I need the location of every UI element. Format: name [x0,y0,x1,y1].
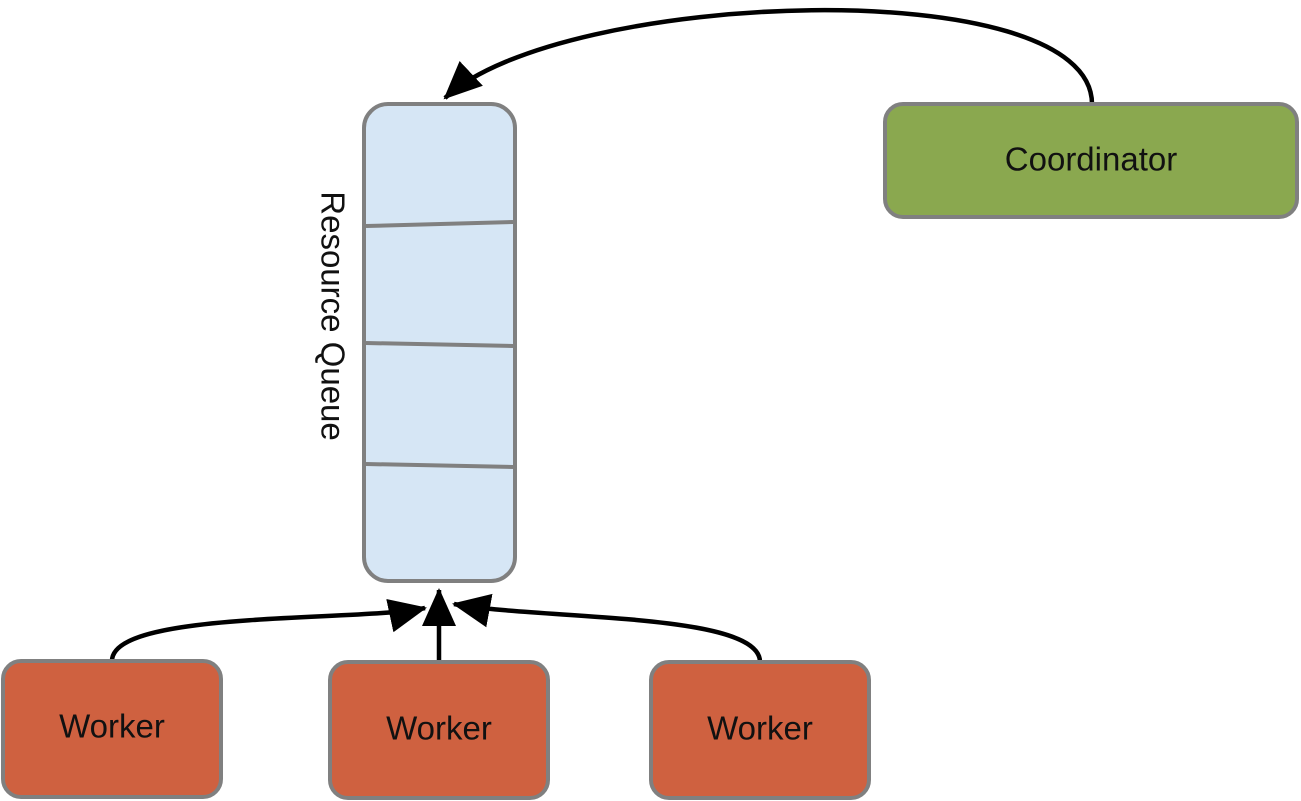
worker-node: Worker [1,659,223,799]
worker-label: Worker [386,710,492,747]
queue-slot-divider [365,341,514,348]
queue-slot-divider [365,220,514,228]
coordinator-node: Coordinator [883,102,1299,219]
queue-slot-divider [365,462,514,469]
worker-box [649,660,871,800]
worker-node: Worker [328,660,550,800]
edge-coordinator-to-queue [443,7,1095,105]
edges [109,7,1095,663]
worker-label: Worker [707,710,813,747]
coordinator-box [883,102,1299,219]
resource-queue: Resource Queue [314,102,517,583]
coordinator-label: Coordinator [1005,141,1177,178]
edge-worker-1-to-queue [109,598,427,662]
resource-queue-label: Resource Queue [314,191,351,440]
worker-box [328,660,550,800]
worker-box [1,659,223,799]
edge-worker-3-to-queue [452,593,763,663]
worker-label: Worker [59,708,165,745]
worker-node: Worker [649,660,871,800]
